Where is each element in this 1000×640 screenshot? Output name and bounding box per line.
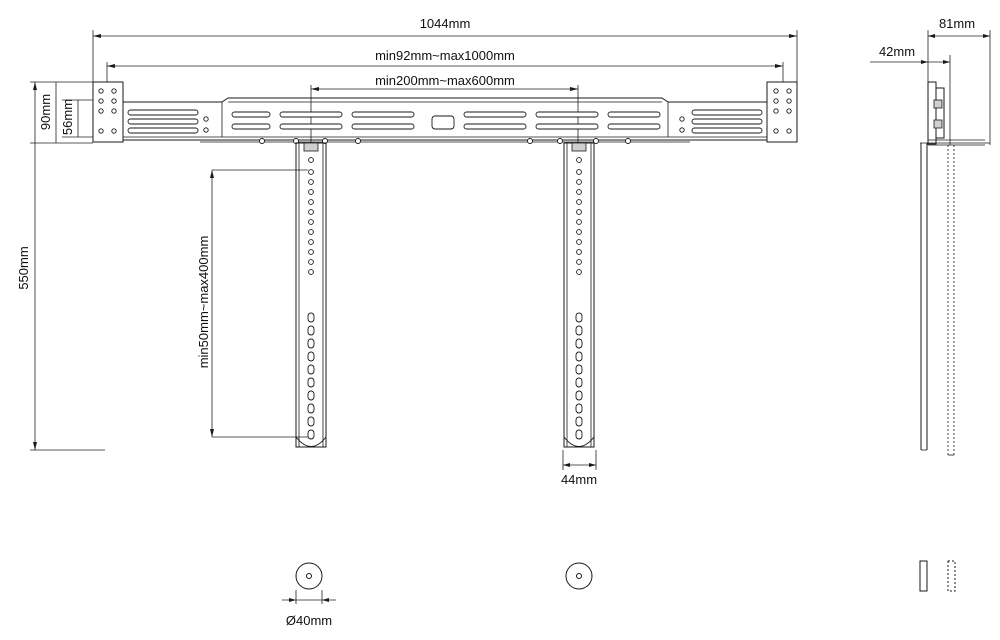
- dim-overall-width: 1044mm: [420, 16, 471, 31]
- dim-height-56: 56mm: [60, 99, 75, 135]
- dim-arm-width: 44mm: [561, 472, 597, 487]
- dim-vertical-range: min50mm~max400mm: [196, 236, 211, 369]
- dim-total-height: 550mm: [16, 246, 31, 289]
- dim-height-90: 90mm: [38, 94, 53, 130]
- dim-depth-wall: 42mm: [879, 44, 915, 59]
- side-view: [870, 30, 991, 456]
- dimension-lines: [30, 30, 798, 470]
- bottom-details: [282, 560, 956, 604]
- right-arm: [563, 142, 595, 448]
- dim-range-outer: min92mm~max1000mm: [375, 48, 515, 63]
- dim-depth-total: 81mm: [939, 16, 975, 31]
- dim-range-inner: min200mm~max600mm: [375, 73, 515, 88]
- dim-diameter: Ø40mm: [286, 613, 332, 628]
- horizontal-rail: [92, 81, 798, 144]
- left-arm: [295, 142, 327, 448]
